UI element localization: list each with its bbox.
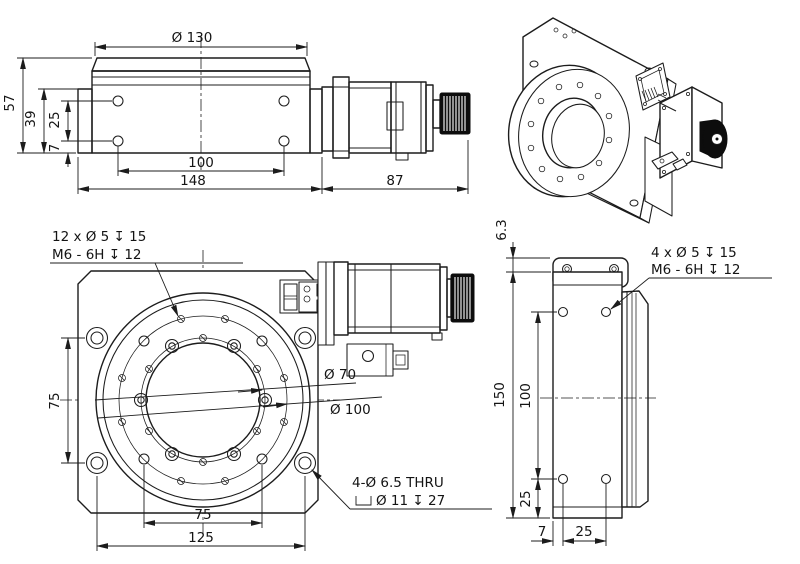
dim-side-25v: 25 bbox=[518, 490, 534, 507]
dim-offset-7: 7 bbox=[47, 144, 63, 153]
plan-view: 12 x Ø 5 ↧ 15 M6 - 6H ↧ 12 Ø 70 Ø 100 75… bbox=[47, 229, 492, 551]
dim-bottom-75: 75 bbox=[194, 507, 211, 523]
dim-side-100: 100 bbox=[518, 383, 534, 409]
dim-motor-87: 87 bbox=[386, 173, 403, 189]
dim-bottom-125: 125 bbox=[188, 530, 214, 546]
front-view: Ø 130 57 39 25 7 100 148 87 bbox=[2, 30, 471, 194]
note-corner-holes-line2: Ø 11 ↧ 27 bbox=[376, 493, 445, 509]
side-view: 4 x Ø 5 ↧ 15 M6 - 6H ↧ 12 6.3 150 100 25… bbox=[492, 219, 772, 546]
counterbore-symbol bbox=[355, 496, 372, 506]
dim-side-25h: 25 bbox=[575, 524, 592, 540]
dim-gap-6-3: 6.3 bbox=[494, 219, 510, 240]
note-side-holes-line1: 4 x Ø 5 ↧ 15 bbox=[651, 245, 737, 261]
dim-table-diameter: Ø 130 bbox=[172, 30, 213, 46]
dim-dia-100: Ø 100 bbox=[330, 402, 371, 418]
iso-bolt-holes bbox=[527, 81, 613, 183]
note-hole-pattern-line2: M6 - 6H ↧ 12 bbox=[52, 247, 142, 263]
plan-connector bbox=[346, 343, 409, 377]
note-corner-holes-line1: 4-Ø 6.5 THRU bbox=[352, 475, 444, 491]
dim-vertical-75: 75 bbox=[47, 392, 63, 409]
bolt-holes-inner-ring bbox=[133, 334, 273, 466]
dim-height-57: 57 bbox=[2, 94, 18, 111]
plan-knurled-knob bbox=[450, 273, 475, 323]
dim-length-148: 148 bbox=[180, 173, 206, 189]
note-side-holes-line2: M6 - 6H ↧ 12 bbox=[651, 262, 741, 278]
dim-hole-spacing-25: 25 bbox=[47, 111, 63, 128]
corner-mount-holes bbox=[85, 326, 317, 475]
dim-dia-70: Ø 70 bbox=[324, 367, 356, 383]
bolt-holes-outer-ring bbox=[118, 315, 288, 485]
dim-height-39: 39 bbox=[23, 110, 39, 127]
isometric-view bbox=[507, 17, 728, 224]
dim-spacing-100: 100 bbox=[188, 155, 214, 171]
note-hole-pattern-line1: 12 x Ø 5 ↧ 15 bbox=[52, 229, 146, 245]
dim-side-7: 7 bbox=[538, 524, 547, 540]
dim-height-150: 150 bbox=[492, 382, 508, 408]
